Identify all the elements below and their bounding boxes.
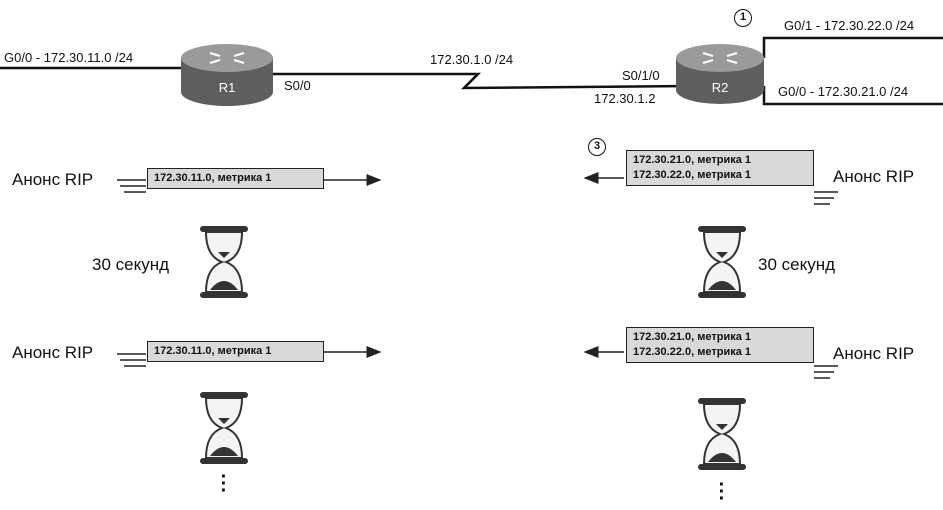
router-r1-label: R1 (218, 80, 236, 95)
hourglass-icon (698, 226, 746, 298)
right-update-1-label: Анонс RIP (833, 167, 915, 186)
step-1-marker: 1 (734, 9, 752, 27)
right-update-2-box: 172.30.21.0, метрика 1 172.30.22.0, метр… (626, 327, 814, 363)
route-entry: 172.30.21.0, метрика 1 (633, 154, 751, 166)
right-update-1-arrow (583, 172, 838, 205)
serial-link (270, 72, 691, 90)
left-timer-label: 30 секунд (92, 255, 170, 274)
step-3-marker: 3 (588, 138, 606, 156)
hourglass-icon (200, 392, 248, 464)
r2-lan-g01-link (762, 36, 943, 58)
router-r2-label: R2 (711, 80, 729, 95)
continuation-dots: ··· (220, 466, 228, 502)
hourglass-icon (698, 398, 746, 470)
r1-serial-interface-label: S0/0 (284, 78, 311, 93)
route-entry: 172.30.11.0, метрика 1 (154, 345, 272, 357)
r2-serial-interface-label: S0/1/0 (622, 68, 660, 83)
router-arrows-icon (702, 51, 738, 65)
router-r1 (181, 44, 273, 106)
r2-serial-ip-label: 172.30.1.2 (594, 91, 656, 106)
right-update-2-label: Анонс RIP (833, 344, 915, 363)
r2-lan-g01-label: G0/1 - 172.30.22.0 /24 (784, 18, 915, 33)
left-update-2-label: Анонс RIP (12, 343, 94, 362)
left-update-1-label: Анонс RIP (12, 170, 94, 189)
router-r2 (676, 44, 764, 104)
r2-lan-g00-label: G0/0 - 172.30.21.0 /24 (778, 84, 909, 99)
hourglass-icon (200, 226, 248, 298)
serial-network-label: 172.30.1.0 /24 (430, 52, 514, 67)
r2-lan-g00-link (762, 86, 943, 106)
route-entry: 172.30.21.0, метрика 1 (633, 331, 751, 343)
route-entry: 172.30.11.0, метрика 1 (154, 172, 272, 184)
continuation-dots: ··· (718, 474, 726, 510)
r1-lan-label: G0/0 - 172.30.11.0 /24 (4, 50, 134, 65)
left-update-2-arrow (117, 346, 382, 367)
right-update-2-arrow (583, 346, 838, 379)
left-update-1-box: 172.30.11.0, метрика 1 (147, 168, 324, 189)
right-timer-label: 30 секунд (758, 255, 836, 274)
router-arrows-icon (209, 51, 245, 65)
right-update-1-box: 172.30.21.0, метрика 1 172.30.22.0, метр… (626, 150, 814, 186)
route-entry: 172.30.22.0, метрика 1 (633, 346, 751, 358)
left-update-1-arrow (117, 174, 382, 193)
route-entry: 172.30.22.0, метрика 1 (633, 169, 751, 181)
left-update-2-box: 172.30.11.0, метрика 1 (147, 341, 324, 362)
